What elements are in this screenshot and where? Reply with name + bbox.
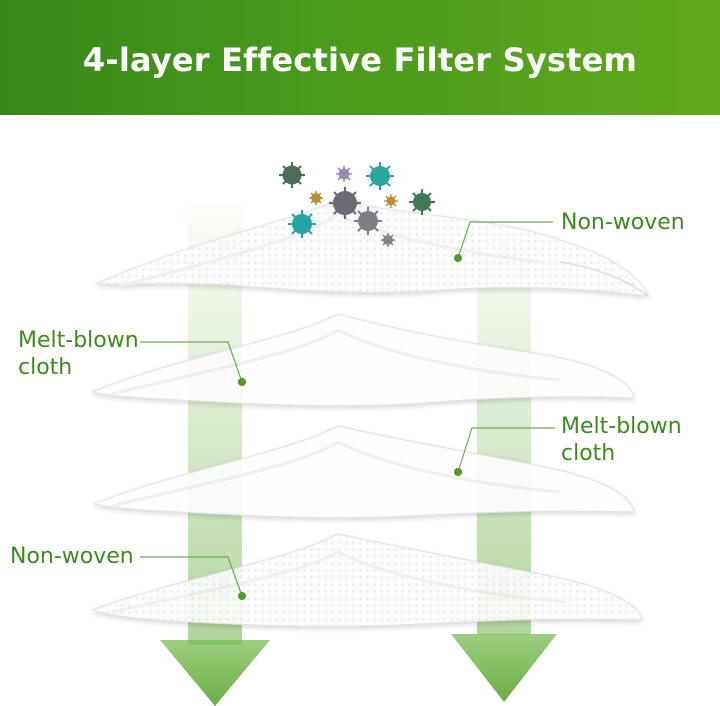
virus-icon (381, 233, 395, 247)
virus-icon (336, 166, 352, 182)
layer-label-line-2: cloth (561, 441, 616, 466)
layer-label-melt-blown-right: Melt-blown cloth (561, 413, 682, 467)
layer-label-text: Non-woven (10, 544, 134, 569)
layer-label-line-2: cloth (18, 355, 73, 380)
leader-line-layer-4 (140, 556, 246, 600)
virus-icon (288, 210, 316, 238)
virus-icon (279, 162, 305, 188)
virus-particles (279, 162, 435, 247)
filter-layer-2 (90, 313, 635, 407)
leader-line-layer-3 (454, 427, 555, 476)
layer-label-line-1: Melt-blown (18, 328, 139, 353)
leader-line-layer-1 (454, 221, 553, 262)
layer-label-non-woven-bottom: Non-woven (10, 543, 134, 570)
filter-layers-diagram (90, 162, 649, 706)
virus-icon (409, 189, 435, 215)
page-title: 4-layer Effective Filter System (82, 41, 638, 79)
virus-icon (354, 207, 382, 235)
virus-icon (366, 162, 394, 190)
filter-layer-4 (90, 533, 643, 627)
virus-icon (309, 191, 323, 205)
layer-label-non-woven-top: Non-woven (561, 209, 685, 236)
layer-label-text: Non-woven (561, 210, 685, 235)
leader-line-layer-2 (140, 341, 246, 386)
layer-label-line-1: Melt-blown (561, 414, 682, 439)
virus-icon (384, 194, 398, 208)
filter-layer-3 (92, 425, 635, 519)
layer-label-melt-blown-left: Melt-blown cloth (18, 327, 139, 381)
virus-icon (329, 187, 361, 219)
title-banner: 4-layer Effective Filter System (0, 0, 720, 115)
filter-layer-1 (95, 199, 649, 297)
